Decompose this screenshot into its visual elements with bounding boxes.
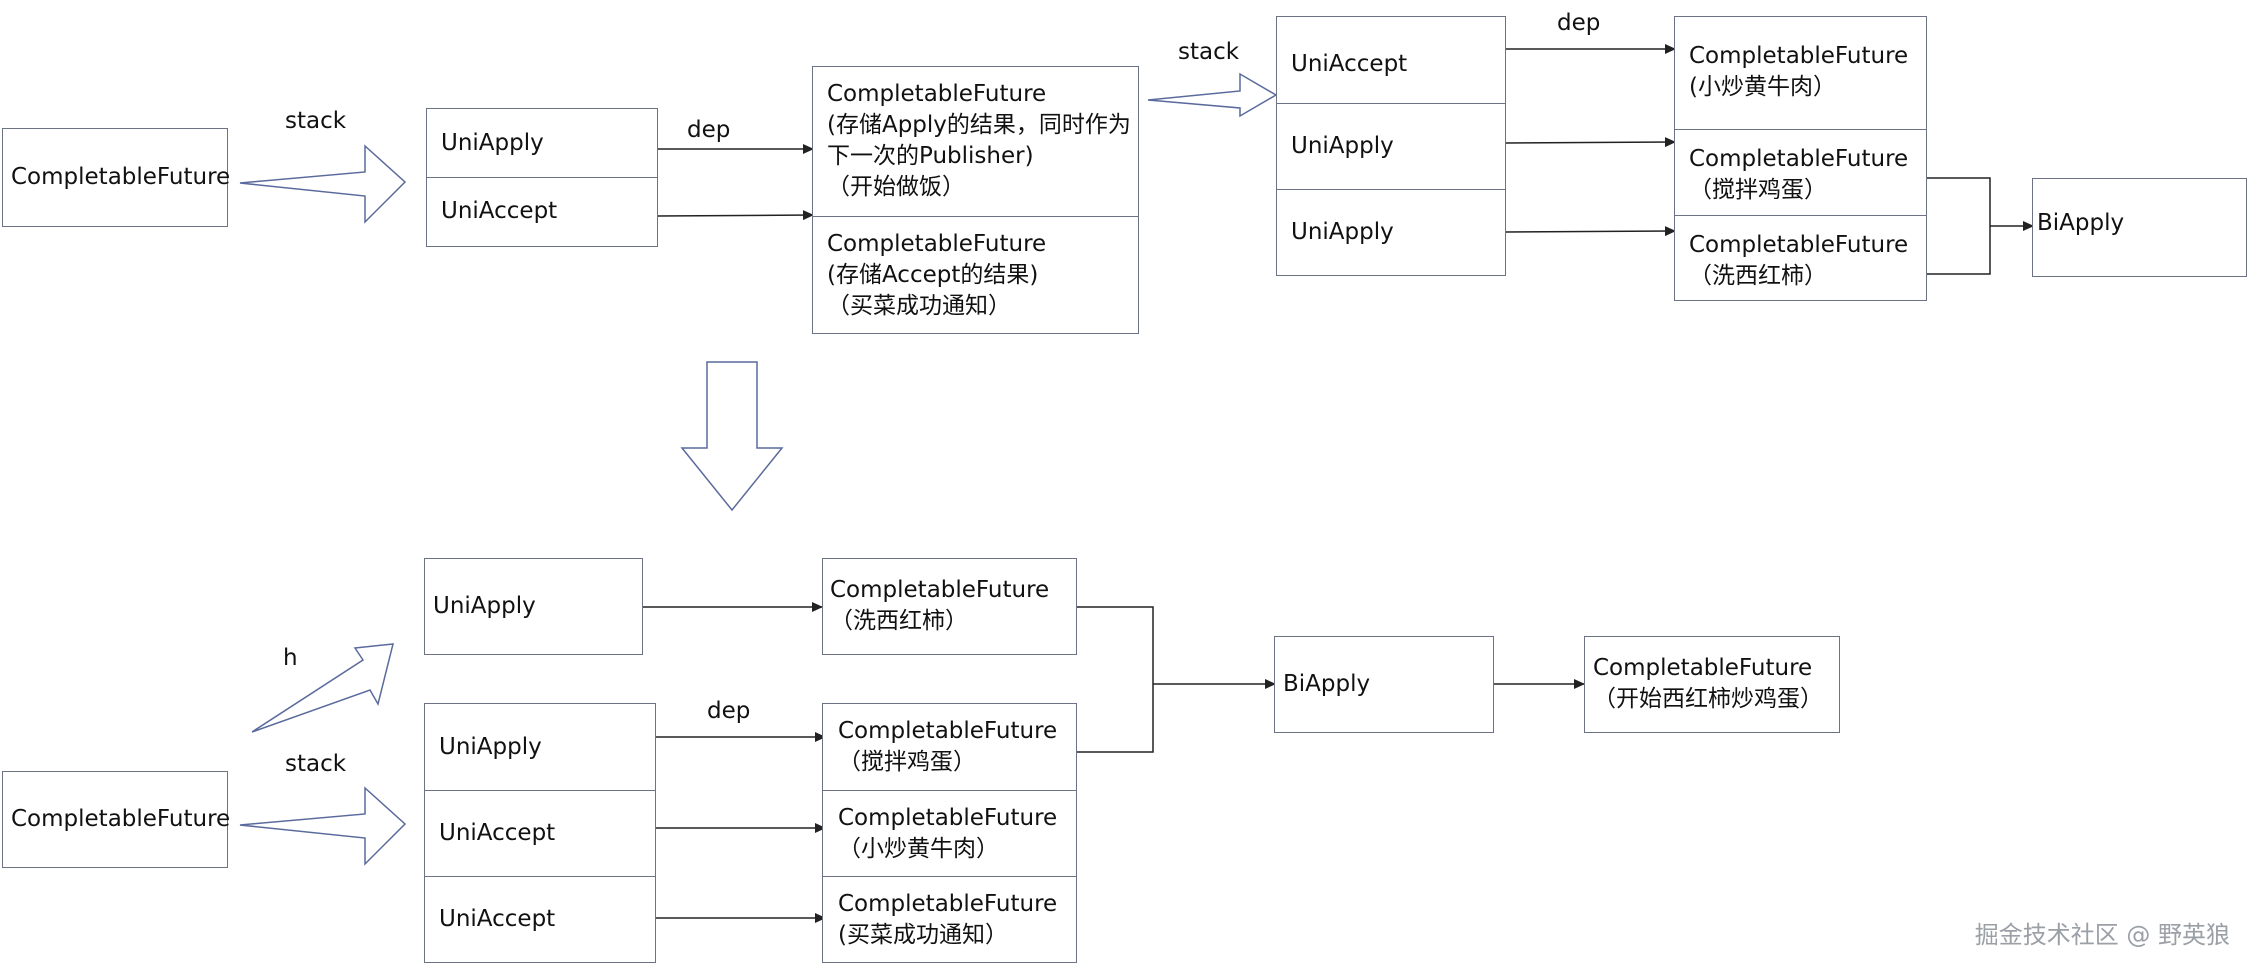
bi-merge-bracket-top [1926,177,1991,275]
stack-item: UniApply [1277,103,1505,189]
stack-item: UniApply [1277,189,1505,275]
h-block-arrow [251,643,394,733]
stack-box-top: UniApply UniAccept [426,108,658,247]
bi-merge-bracket-bottom [1076,606,1154,753]
line: (存储Apply的结果，同时作为 [827,112,1131,138]
node-label: CompletableFuture [11,805,231,832]
stack-label-top: stack [285,108,347,134]
line: （开始做饭） [827,174,965,200]
stack-box-top-right: UniAccept UniApply UniApply [1276,16,1506,276]
dep-arrow-egg [1504,137,1677,148]
stack-item: UniAccept [425,790,655,876]
dep-label-top: dep [687,117,731,143]
cf-accept-result: CompletableFuture (存储Accept的结果) （买菜成功通知） [813,216,1138,332]
stack-block-arrow-top [239,144,407,224]
cf-beef-bottom: CompletableFuture （小炒黄牛肉） [823,790,1076,876]
cf-egg-bottom: CompletableFuture （搅拌鸡蛋） [823,704,1076,790]
line: （洗西红柿） [1689,263,1827,289]
bi-apply-top: BiApply [2032,178,2247,277]
cf-tomato-bottom: CompletableFuture （洗西红柿） [822,558,1077,655]
line: CompletableFuture [838,891,1058,917]
watermark: 掘金技术社区 @ 野英狼 [1974,921,2230,949]
root-completable-future-top: CompletableFuture [2,128,231,227]
stack-block-arrow-top-right [1147,72,1278,118]
stack-item: UniApply [439,733,542,760]
dep-label-bottom: dep [707,698,751,724]
cf-group-top: CompletableFuture (存储Apply的结果，同时作为 下一次的P… [812,66,1139,334]
line: （买菜成功通知） [827,293,1011,319]
stack-label-top-right: stack [1178,39,1240,65]
line: （开始西红柿炒鸡蛋） [1593,686,1823,712]
h-uni-apply: UniApply [424,558,643,655]
stack-item: UniAccept [1291,50,1408,77]
line: （小炒黄牛肉） [838,836,999,862]
dep-arrow-accept [656,210,815,221]
line: (买菜成功通知） [838,922,1008,948]
line: （搅拌鸡蛋） [838,749,976,775]
line: CompletableFuture [827,81,1047,107]
line: CompletableFuture [1689,43,1909,69]
stack-item-uni-apply: UniApply [441,129,544,156]
node-label: BiApply [1283,670,1371,697]
line: CompletableFuture [838,718,1058,744]
stack-label-bottom: stack [285,751,347,777]
cf-tomato: CompletableFuture （洗西红柿） [1675,215,1926,299]
dep-arrow-tomato [1504,226,1677,237]
dep-label-top-right: dep [1557,10,1601,36]
line: CompletableFuture [827,231,1047,257]
node-label: BiApply [2037,209,2125,236]
stack-block-arrow-bottom [239,786,407,866]
stack-item-uni-accept: UniAccept [427,177,657,245]
line: CompletableFuture [1593,655,1813,681]
line: CompletableFuture [1689,232,1909,258]
cf-dep-group-top: CompletableFuture (小炒黄牛肉） CompletableFut… [1674,16,1927,301]
line: (小炒黄牛肉） [1689,74,1836,100]
line: 下一次的Publisher) [827,143,1034,169]
node-label: UniApply [433,592,536,619]
cf-dep-group-bottom: CompletableFuture （搅拌鸡蛋） CompletableFutu… [822,703,1077,963]
line: （洗西红柿） [830,608,968,634]
stack-item: UniAccept [425,876,655,962]
down-block-arrow [680,361,784,512]
cf-result-bottom: CompletableFuture （开始西红柿炒鸡蛋） [1584,636,1840,733]
cf-notify-bottom: CompletableFuture (买菜成功通知） [823,876,1076,962]
stack-box-bottom: UniApply UniAccept UniAccept [424,703,656,963]
h-label: h [283,645,298,671]
line: CompletableFuture [1689,146,1909,172]
line: (存储Accept的结果) [827,262,1039,288]
root-completable-future-bottom: CompletableFuture [2,771,231,868]
node-label: CompletableFuture （开始西红柿炒鸡蛋） [1585,637,1839,731]
bi-apply-bottom: BiApply [1274,636,1494,733]
line: （搅拌鸡蛋） [1689,177,1827,203]
node-label: CompletableFuture （洗西红柿） [823,559,1076,653]
cf-apply-result: CompletableFuture (存储Apply的结果，同时作为 下一次的P… [813,67,1138,216]
line: CompletableFuture [830,577,1050,603]
node-label: CompletableFuture [11,163,231,190]
cf-egg: CompletableFuture （搅拌鸡蛋） [1675,129,1926,215]
cf-beef: CompletableFuture (小炒黄牛肉） [1675,17,1926,129]
line: CompletableFuture [838,805,1058,831]
